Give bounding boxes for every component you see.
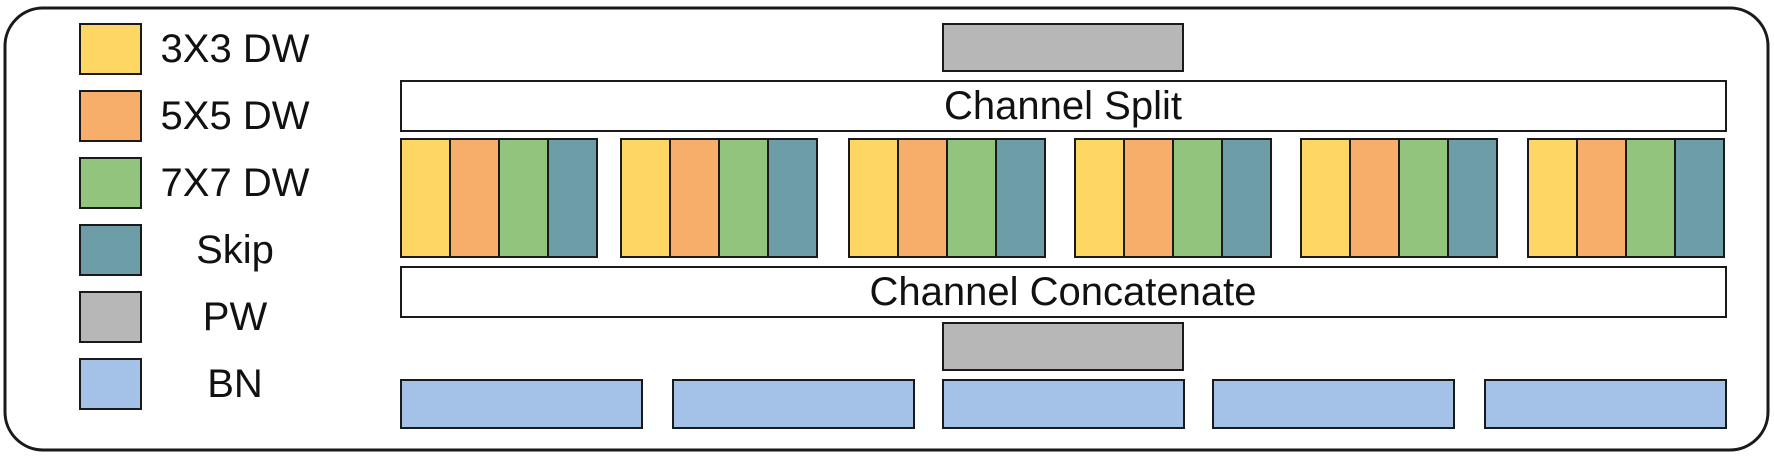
legend-label-pw: PW [203,295,268,339]
branch-cell-skip [1221,138,1272,258]
branch-cell-dw3 [1300,138,1351,258]
branch-cell-dw3 [620,138,671,258]
pw-block-bottom [942,322,1184,371]
legend-label-skip: Skip [196,228,274,272]
legend-label-dw7: 7X7 DW [161,161,310,205]
branch-cell-dw7 [498,138,549,258]
channel-concatenate-label: Channel Concatenate [870,270,1257,314]
branch-cell-skip [995,138,1046,258]
branch-cell-dw7 [946,138,997,258]
branch-cell-dw5 [669,138,720,258]
bn-block [400,379,643,429]
branch-group [400,138,598,258]
bn-block [672,379,915,429]
branch-group [1527,138,1725,258]
legend-swatch-dw7 [79,157,142,209]
branch-group [1300,138,1498,258]
branch-cell-dw3 [1074,138,1125,258]
branch-cell-skip [1674,138,1725,258]
legend-label-dw5: 5X5 DW [161,94,310,138]
legend-label-bn: BN [207,362,263,406]
branch-cell-skip [1447,138,1498,258]
branch-cell-dw5 [1576,138,1627,258]
legend-label-dw3: 3X3 DW [161,27,310,71]
branch-cell-dw5 [449,138,500,258]
legend-swatch-dw5 [79,90,142,142]
branch-cell-dw5 [1123,138,1174,258]
channel-split-label: Channel Split [944,84,1182,128]
branch-cell-dw5 [897,138,948,258]
branch-cell-dw3 [400,138,451,258]
branch-cell-skip [767,138,818,258]
legend-swatch-dw3 [79,23,142,75]
branches [400,138,1725,258]
branch-cell-dw7 [1625,138,1676,258]
branch-cell-dw3 [1527,138,1578,258]
pw-block-top [942,23,1184,72]
legend-swatch-skip [79,224,142,276]
branch-group [848,138,1046,258]
channel-concatenate-bar [400,266,1727,318]
legend-swatch-pw [79,291,142,343]
branch-cell-dw7 [718,138,769,258]
bn-row [400,379,1727,429]
branch-group [620,138,818,258]
branch-group [1074,138,1272,258]
bn-block [1212,379,1455,429]
bn-block [942,379,1185,429]
branch-cell-skip [547,138,598,258]
branch-cell-dw3 [848,138,899,258]
branch-cell-dw5 [1349,138,1400,258]
channel-split-bar [400,80,1727,132]
branch-cell-dw7 [1398,138,1449,258]
branch-cell-dw7 [1172,138,1223,258]
legend-swatch-bn [79,358,142,410]
bn-block [1484,379,1727,429]
